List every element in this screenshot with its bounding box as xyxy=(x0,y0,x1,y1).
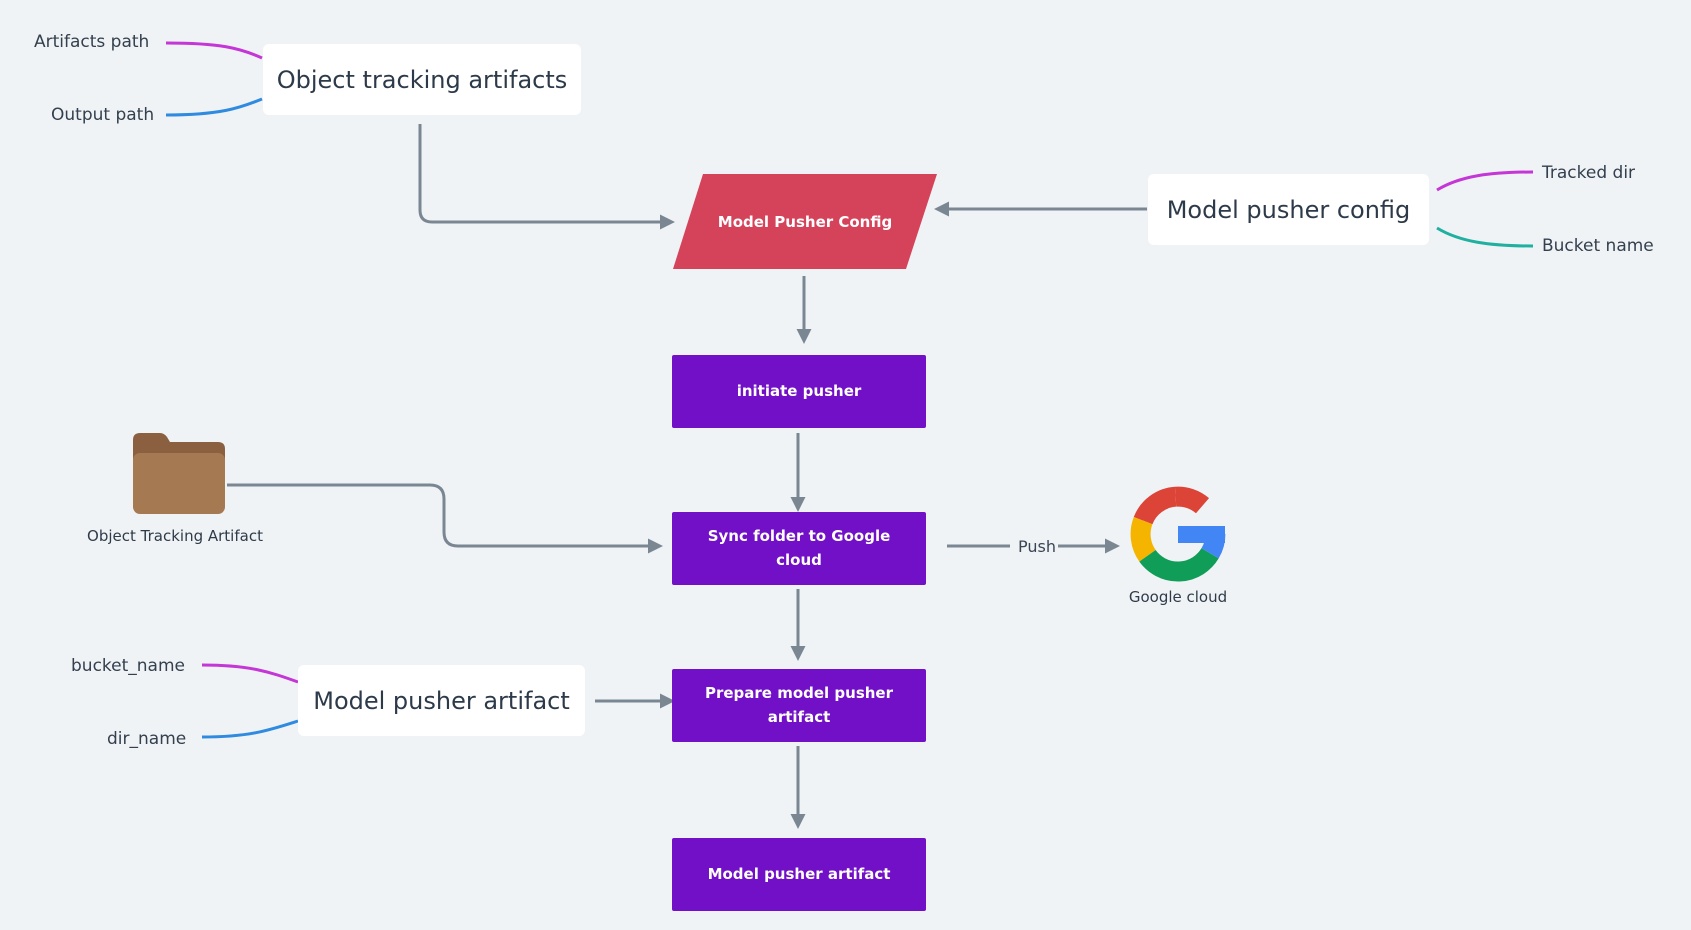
edge-folder-to-sync xyxy=(227,483,663,554)
leaf-line-tracked-dir xyxy=(1436,170,1534,192)
model-pusher-artifact-card[interactable]: Model pusher artifact xyxy=(298,665,585,736)
model-pusher-artifact-node[interactable]: Model pusher artifact xyxy=(672,838,926,911)
model-pusher-config-node[interactable]: Model Pusher Config xyxy=(717,212,893,231)
prepare-artifact-node[interactable]: Prepare model pusher artifact xyxy=(672,669,926,742)
leaf-line-output-path xyxy=(165,97,263,117)
leaf-bucket-name-config: Bucket name xyxy=(1542,236,1654,256)
edge-artifacts-to-config xyxy=(418,124,675,230)
google-cloud-caption: Google cloud xyxy=(1128,588,1228,606)
initiate-pusher-node[interactable]: initiate pusher xyxy=(672,355,926,428)
model-pusher-config-shape xyxy=(673,174,937,269)
leaf-line-bucket-name-art xyxy=(201,663,299,684)
leaf-tracked-dir: Tracked dir xyxy=(1542,163,1636,183)
object-tracking-artifacts-card[interactable]: Object tracking artifacts xyxy=(263,44,581,115)
model-pusher-config-card[interactable]: Model pusher config xyxy=(1148,174,1429,245)
leaf-line-bucket-name xyxy=(1436,226,1534,248)
object-tracking-artifact-caption: Object Tracking Artifact xyxy=(87,527,263,545)
push-edge-label: Push xyxy=(1016,537,1058,556)
sync-folder-node[interactable]: Sync folder to Google cloud xyxy=(672,512,926,585)
leaf-bucket-name-artifact: bucket_name xyxy=(71,656,185,676)
leaf-dir-name: dir_name xyxy=(107,729,187,749)
leaf-output-path: Output path xyxy=(51,105,155,125)
google-logo-icon xyxy=(1130,486,1226,582)
folder-icon xyxy=(133,433,225,514)
leaf-artifacts-path: Artifacts path xyxy=(34,32,150,52)
leaf-line-artifacts-path xyxy=(165,41,263,60)
leaf-line-dir-name xyxy=(201,719,299,739)
